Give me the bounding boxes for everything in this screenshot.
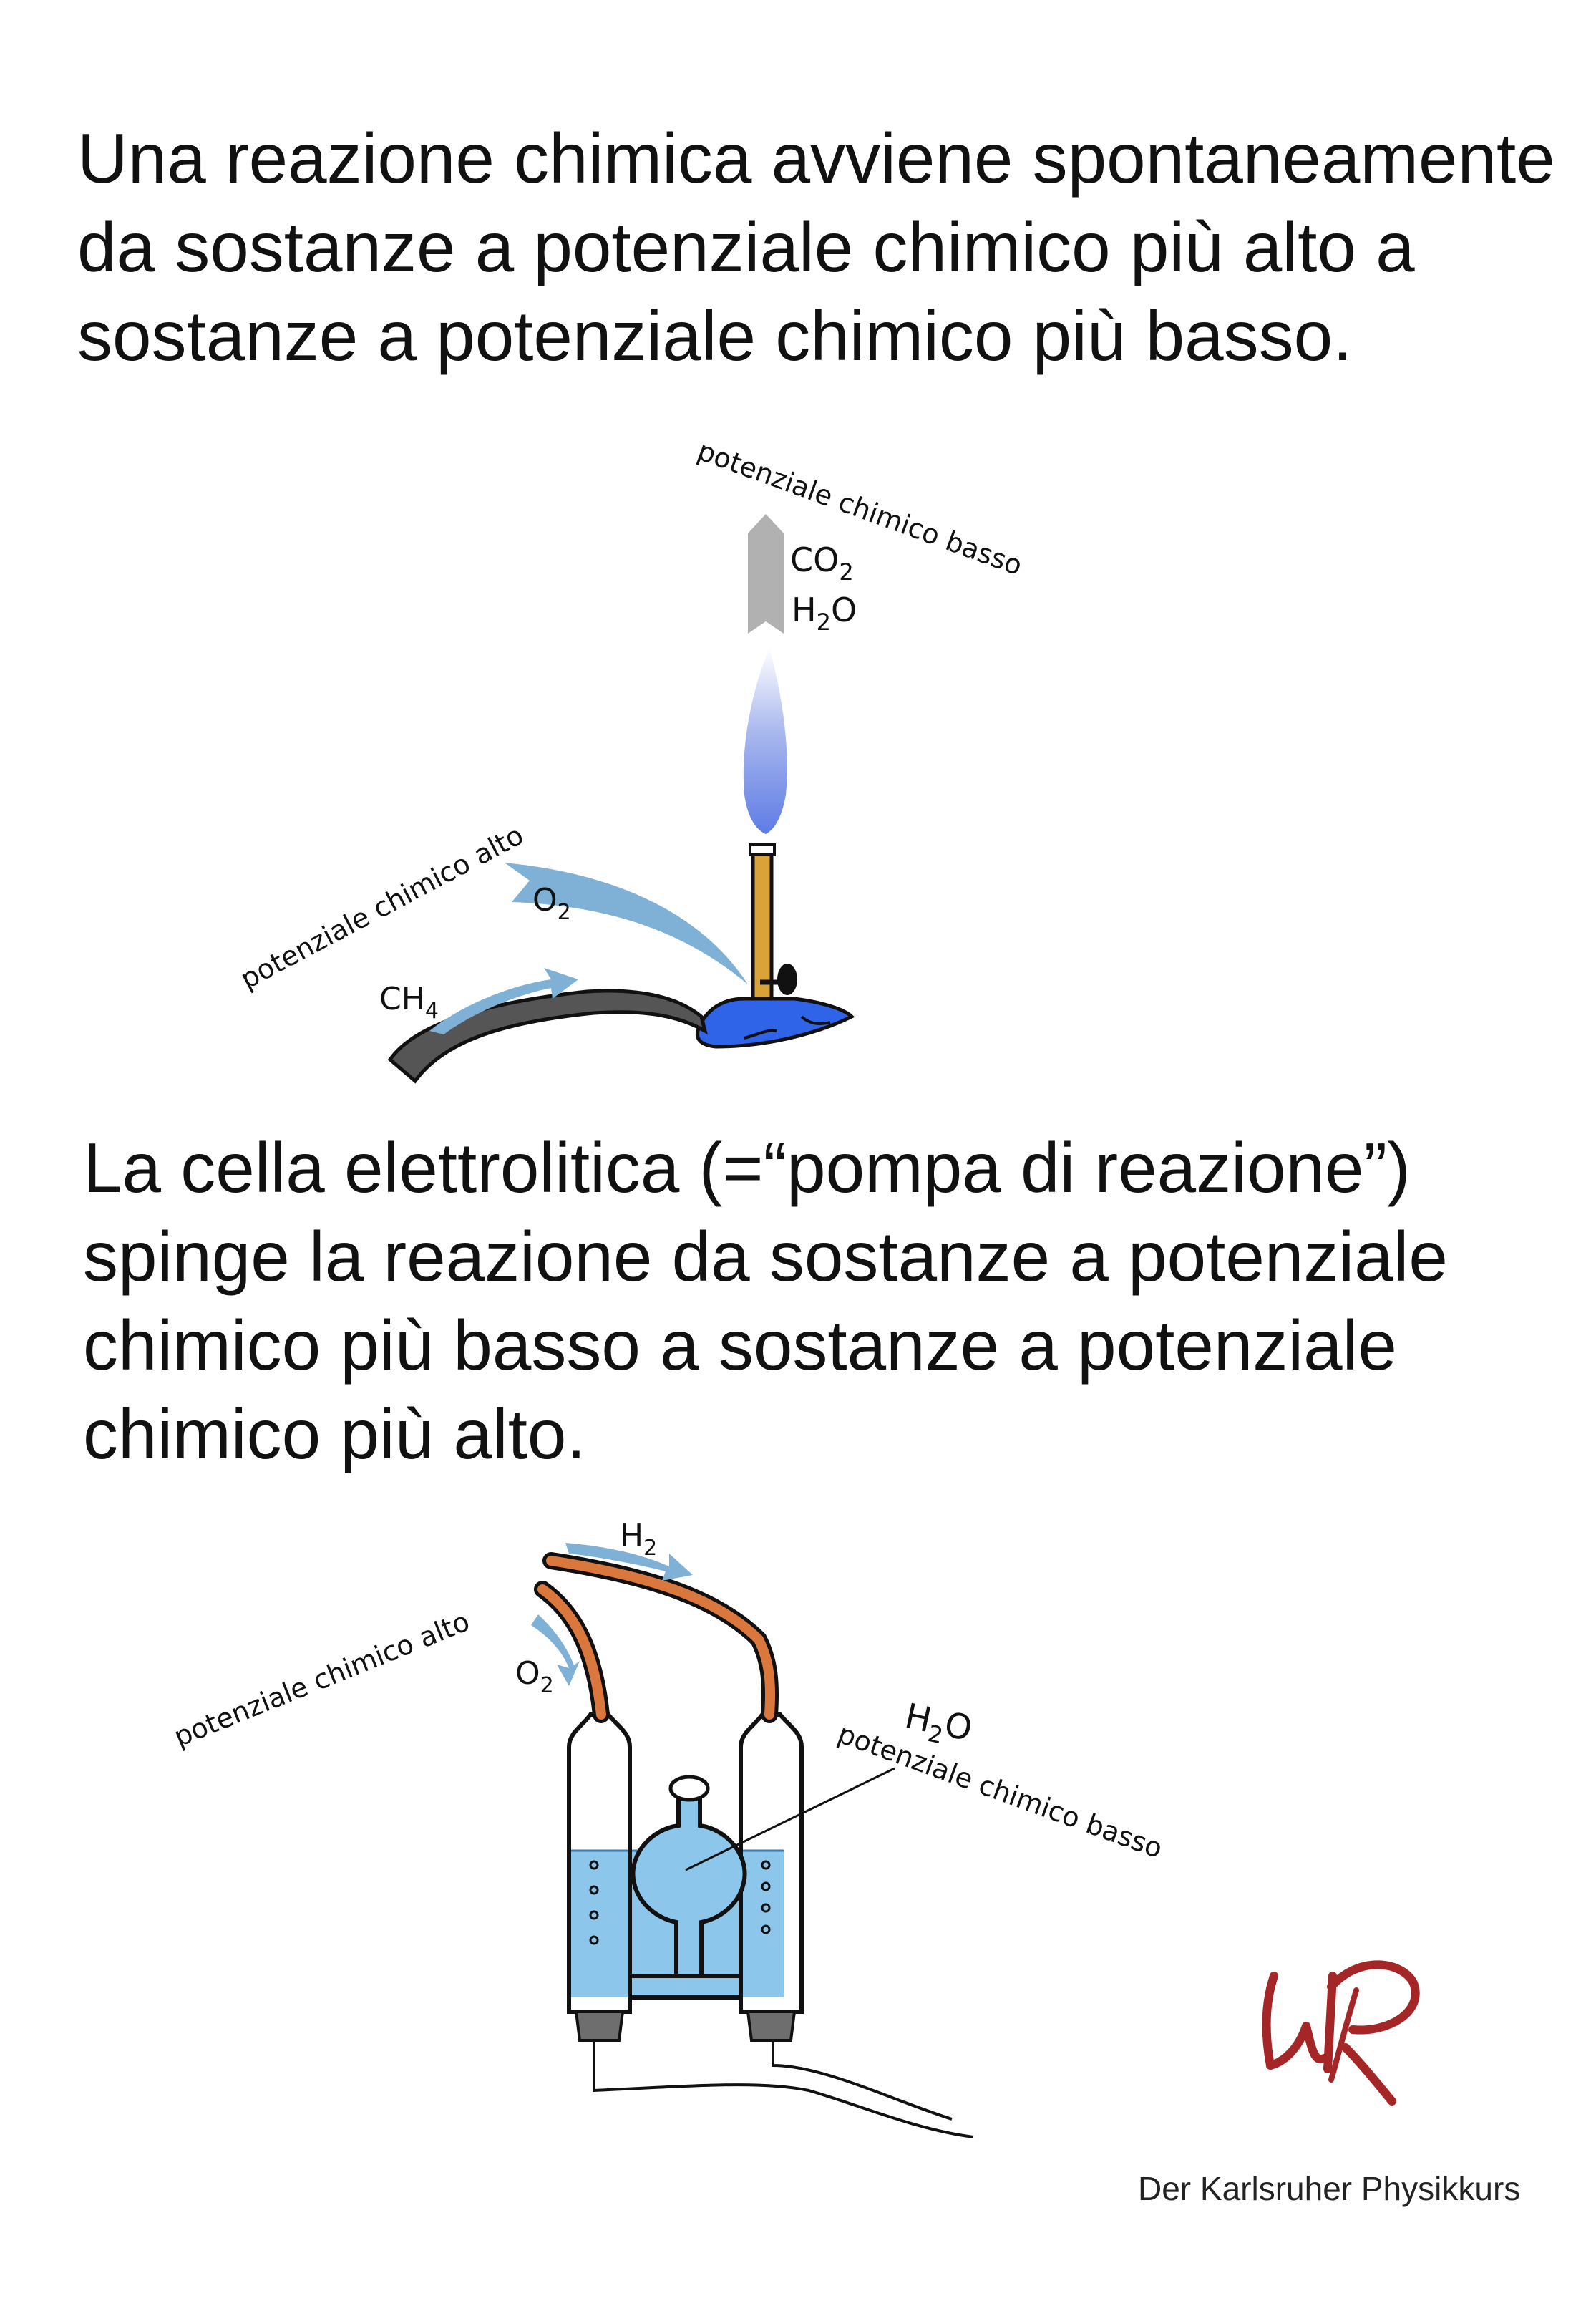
ch4-arrow (429, 968, 578, 1034)
h2-arrow (565, 1543, 693, 1581)
electrolytic-cell-diagram: H2 O2 H2O potenziale chimico alto potenz… (170, 1518, 1167, 2138)
intro-line-3: sostanze a potenziale chimico più basso. (77, 296, 1353, 375)
o2-label-burner: O2 (532, 882, 571, 925)
label-high-potential-burner: potenziale chimico alto (235, 819, 529, 995)
intro-line-1: Una reazione chimica avviene spontaneame… (77, 119, 1555, 198)
kpk-logo (1262, 1960, 1420, 2106)
ch4-label: CH4 (379, 981, 439, 1024)
o2-arrow (505, 863, 748, 984)
cell-paragraph: La cella elettrolitica (=“pompa di reazi… (83, 1133, 1448, 1488)
right-electrode (746, 2010, 797, 2042)
intro-line-2: da sostanze a potenziale chimico più alt… (77, 208, 1415, 286)
cell-line-2: spinge la reazione da sostanze a potenzi… (83, 1217, 1448, 1296)
o2-arrow-cell (531, 1614, 580, 1686)
o2-label-cell: O2 (515, 1655, 554, 1698)
wires (593, 2040, 974, 2138)
cell-line-1: La cella elettrolitica (=“pompa di reazi… (83, 1128, 1411, 1207)
label-low-potential-burner: potenziale chimico basso (694, 435, 1026, 581)
reservoir-bulb (631, 1788, 747, 1978)
credit-text: Der Karlsruher Physikkurs (1138, 2170, 1521, 2207)
right-column (739, 1712, 804, 2014)
burner-base (695, 997, 855, 1049)
label-high-potential-cell: potenziale chimico alto (170, 1605, 474, 1753)
exhaust-arrow (748, 514, 784, 634)
h2o-label: H2O (792, 591, 857, 636)
intro-paragraph: Una reazione chimica avviene spontaneame… (77, 123, 1555, 389)
co2-label: CO2 (790, 541, 854, 586)
h2-label: H2 (620, 1518, 657, 1561)
label-low-potential-cell: potenziale chimico basso (834, 1717, 1167, 1864)
cell-line-4: chimico più alto. (83, 1395, 586, 1473)
flame (743, 648, 787, 834)
bunsen-burner-diagram: CO2 H2O O2 CH4 potenziale chimico basso … (235, 435, 1026, 1084)
gas-bubbles (589, 1860, 771, 1945)
left-electrode (574, 2010, 625, 2042)
cell-line-3: chimico più basso a sostanze a potenzial… (83, 1306, 1397, 1385)
air-valve (777, 964, 797, 995)
